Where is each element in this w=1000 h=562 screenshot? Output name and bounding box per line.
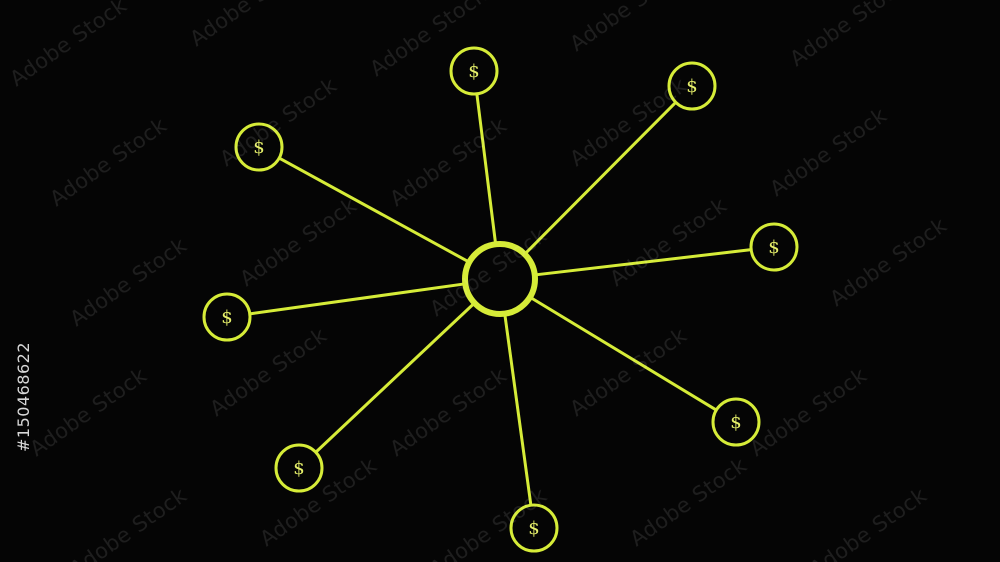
dollar-node: $ (749, 222, 799, 272)
spoke-line (523, 101, 677, 256)
dollar-node: $ (274, 443, 324, 493)
node-circle (449, 46, 499, 96)
dollar-sign-label: $ (768, 237, 779, 258)
dollar-sign-label: $ (253, 137, 264, 158)
central-hub (462, 241, 538, 317)
spoke-line (475, 93, 498, 245)
dollar-sign-label: $ (528, 518, 539, 539)
spoke-line (534, 248, 752, 277)
dollar-sign-label: $ (468, 61, 479, 82)
node-circle (711, 397, 761, 447)
dollar-sign-label: $ (293, 458, 304, 479)
node-circle (274, 443, 324, 493)
dollar-node: $ (509, 503, 559, 553)
dollar-node: $ (202, 292, 252, 342)
node-circle (234, 122, 284, 172)
spoke-line (314, 301, 476, 454)
dollar-node: $ (449, 46, 499, 96)
spoke-line (278, 156, 471, 264)
dollar-sign-label: $ (221, 307, 232, 328)
node-circle (749, 222, 799, 272)
stock-id-label: #150468622 (14, 341, 33, 452)
dollar-nodes: $ $ $ $ $ $ $ $ (202, 46, 799, 553)
dollar-node: $ (667, 61, 717, 111)
node-circle (202, 292, 252, 342)
node-circle (509, 503, 559, 553)
spokes (249, 93, 752, 506)
dollar-node: $ (234, 122, 284, 172)
dollar-sign-label: $ (730, 412, 741, 433)
node-circle (667, 61, 717, 111)
spoke-line (249, 282, 466, 316)
dollar-sign-label: $ (686, 76, 697, 97)
dollar-node: $ (711, 397, 761, 447)
spoke-line (503, 313, 533, 506)
spoke-line (529, 295, 718, 412)
